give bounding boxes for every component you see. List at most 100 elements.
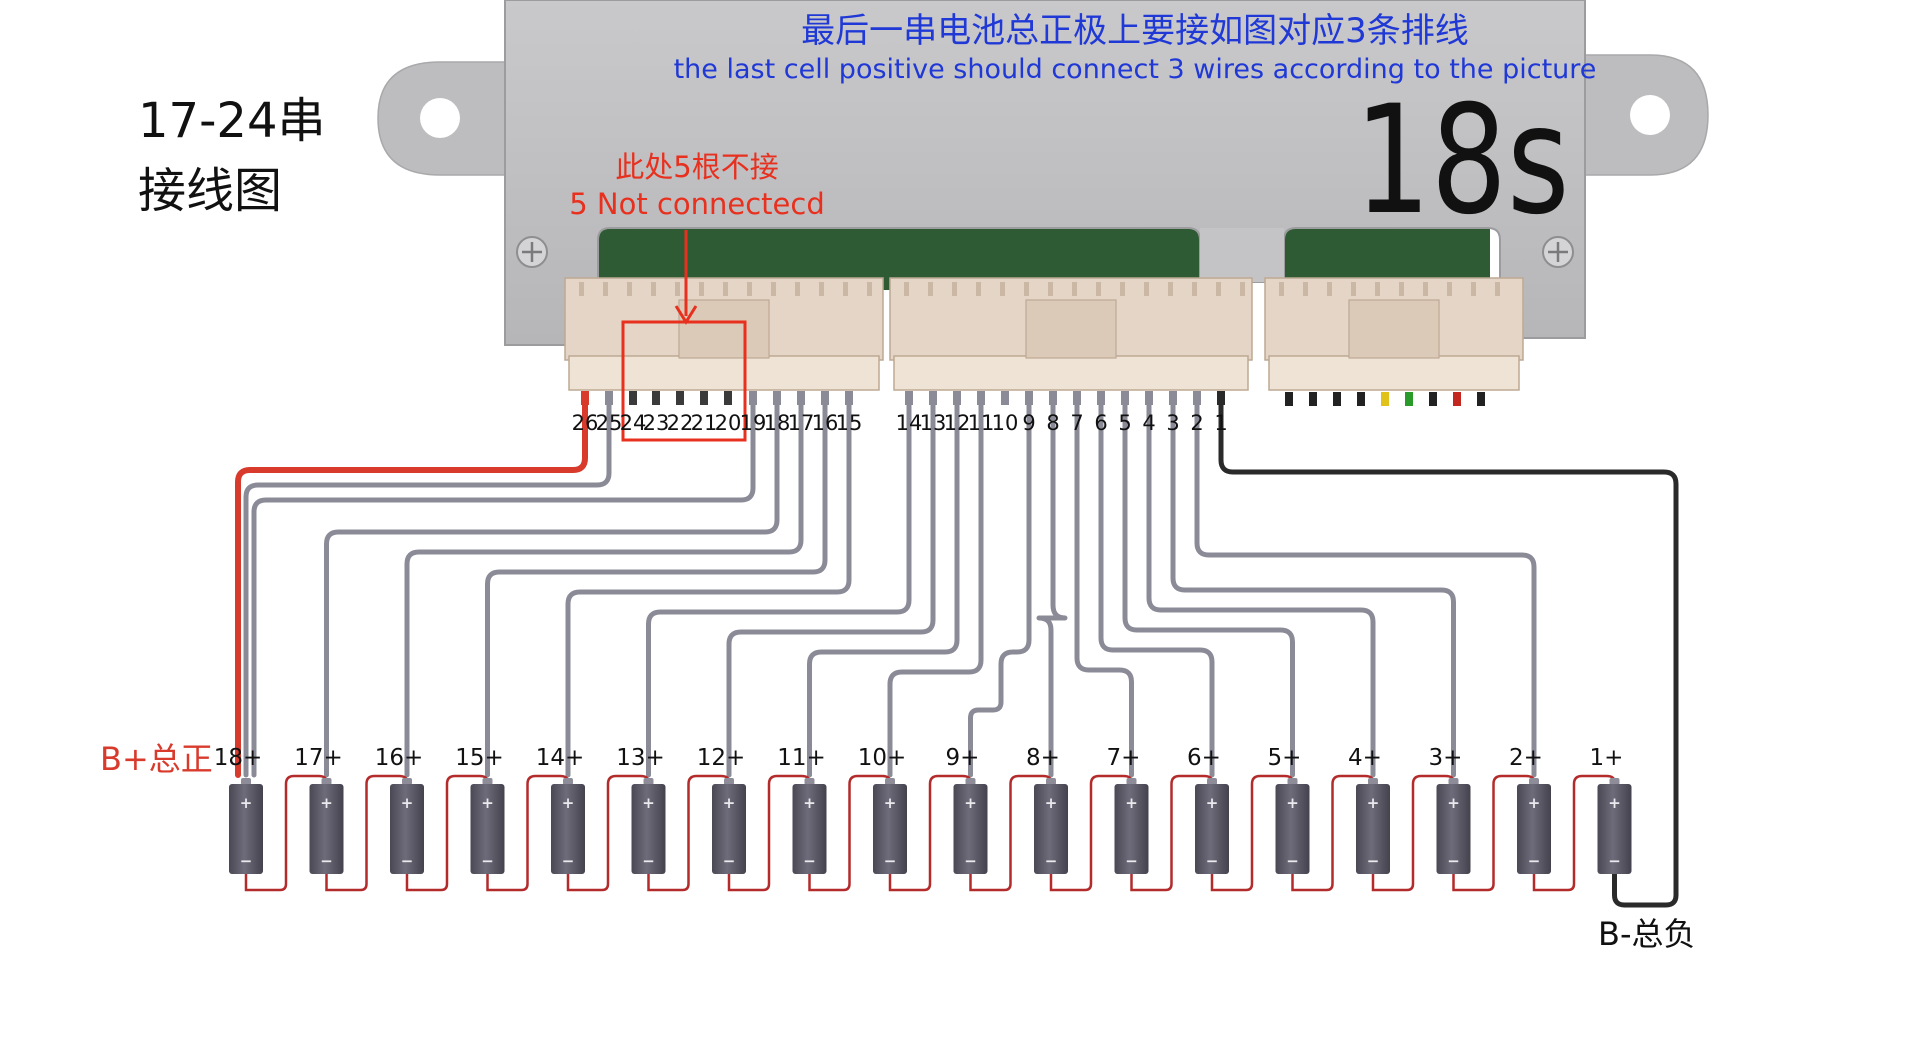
- connector-rib: [1495, 282, 1500, 296]
- series-link-3: [405, 774, 489, 892]
- cell-pos-mark: +: [964, 794, 977, 812]
- cell-terminal: [1448, 778, 1459, 785]
- cell-terminal: [563, 778, 573, 785]
- wire-pin-2: [1194, 402, 1537, 778]
- connector-rib: [603, 282, 608, 296]
- connector-rib: [867, 282, 872, 296]
- pin-stub-24: [629, 391, 637, 405]
- connector-rib: [1024, 282, 1029, 296]
- connector-rib: [1096, 282, 1101, 296]
- pin-label-1: 1: [1214, 411, 1227, 435]
- cell-neg-mark: −: [723, 852, 736, 870]
- cell-neg-mark: −: [240, 852, 253, 870]
- pin-stub-17: [797, 391, 805, 405]
- series-link-16: [1452, 774, 1536, 892]
- battery-cell-13+: [631, 784, 666, 874]
- cell-label-11+: 11+: [777, 745, 826, 771]
- connector-rib: [1000, 282, 1005, 296]
- cell-pos-mark: +: [1447, 794, 1460, 812]
- connector-rib: [1144, 282, 1149, 296]
- aux-pin-stub: [1405, 392, 1413, 406]
- cell-pos-mark: +: [240, 794, 253, 812]
- connector-rib: [1072, 282, 1077, 296]
- pin-stub-18: [773, 391, 781, 405]
- cell-label-13+: 13+: [616, 745, 665, 771]
- pin-stub-16: [821, 391, 829, 405]
- connector-rib: [1192, 282, 1197, 296]
- series-link-9: [888, 774, 972, 892]
- pin-stub-15: [845, 391, 853, 405]
- pin-label-10: 10: [992, 411, 1019, 435]
- cell-terminal: [1609, 778, 1620, 785]
- pin-stub-8: [1049, 391, 1057, 405]
- wire-b-minus: [1218, 402, 1679, 908]
- aux-pin-stub: [1309, 392, 1317, 406]
- cell-terminal: [965, 778, 976, 785]
- series-link-2: [325, 774, 409, 892]
- connector-rib: [843, 282, 848, 296]
- connector-rib: [1351, 282, 1356, 296]
- aux-pin-stub: [1477, 392, 1485, 406]
- series-link-10: [969, 774, 1053, 892]
- cell-label-7+: 7+: [1107, 745, 1141, 771]
- cell-label-9+: 9+: [946, 745, 980, 771]
- battery-cell-5+: [1275, 784, 1310, 874]
- aux-pin-stub: [1429, 392, 1437, 406]
- connector-rib: [904, 282, 909, 296]
- pin-stub-10: [1001, 391, 1009, 405]
- wire-pin-5: [1122, 402, 1295, 778]
- connector-plug-3: [1268, 355, 1520, 391]
- pin-label-23: 23: [643, 411, 670, 435]
- pin-stub-20: [724, 391, 732, 405]
- cell-terminal: [1207, 778, 1217, 785]
- screw-right: [1542, 236, 1574, 268]
- cell-neg-mark: −: [320, 852, 333, 870]
- pin-label-15: 15: [836, 411, 863, 435]
- pin-label-22: 22: [667, 411, 694, 435]
- cell-neg-mark: −: [481, 852, 494, 870]
- cell-pos-mark: +: [723, 794, 736, 812]
- battery-cell-2+: [1517, 784, 1551, 874]
- cell-pos-mark: +: [1528, 794, 1541, 812]
- pin-label-16: 16: [812, 411, 839, 435]
- connector-latch-3: [1348, 299, 1440, 359]
- battery-cells: +−18++−17++−16++−15++−14++−13++−12++−11+…: [214, 745, 1632, 892]
- cell-label-3+: 3+: [1429, 745, 1463, 771]
- b-minus-label: B-总负: [1598, 915, 1696, 953]
- cell-terminal: [885, 778, 895, 785]
- cell-terminal: [482, 778, 493, 785]
- pin-label-5: 5: [1118, 411, 1131, 435]
- cell-label-16+: 16+: [375, 745, 424, 771]
- cell-pos-mark: +: [562, 794, 575, 812]
- series-link-13: [1210, 774, 1294, 892]
- cell-label-1+: 1+: [1590, 745, 1624, 771]
- cell-neg-mark: −: [1367, 852, 1380, 870]
- pin-stub-4: [1145, 391, 1153, 405]
- pin-label-26: 26: [572, 411, 599, 435]
- wire-pin-11: [887, 402, 984, 778]
- title-chinese: 最后一串电池总正极上要接如图对应3条排线: [801, 11, 1469, 51]
- cell-label-5+: 5+: [1268, 745, 1302, 771]
- pin-label-20: 20: [715, 411, 742, 435]
- connector-rib: [952, 282, 957, 296]
- wire-pin-13: [726, 402, 936, 778]
- pin-stub-19: [749, 391, 757, 405]
- cell-pos-mark: +: [1367, 794, 1380, 812]
- pin-label-8: 8: [1046, 411, 1059, 435]
- cell-terminal: [1046, 778, 1056, 785]
- battery-cell-8+: [1034, 784, 1068, 874]
- connector-rib: [675, 282, 680, 296]
- not-connected-note-en: 5 Not connectecd: [569, 187, 825, 221]
- wire-pin-15: [565, 402, 852, 778]
- cell-label-12+: 12+: [697, 745, 746, 771]
- cell-neg-mark: −: [401, 852, 414, 870]
- cell-pos-mark: +: [481, 794, 494, 812]
- cell-terminal: [402, 778, 412, 785]
- cell-neg-mark: −: [964, 852, 977, 870]
- cell-label-6+: 6+: [1187, 745, 1221, 771]
- connector-rib: [579, 282, 584, 296]
- pin-label-12: 12: [944, 411, 971, 435]
- battery-cell-12+: [712, 784, 746, 874]
- pin-label-17: 17: [788, 411, 815, 435]
